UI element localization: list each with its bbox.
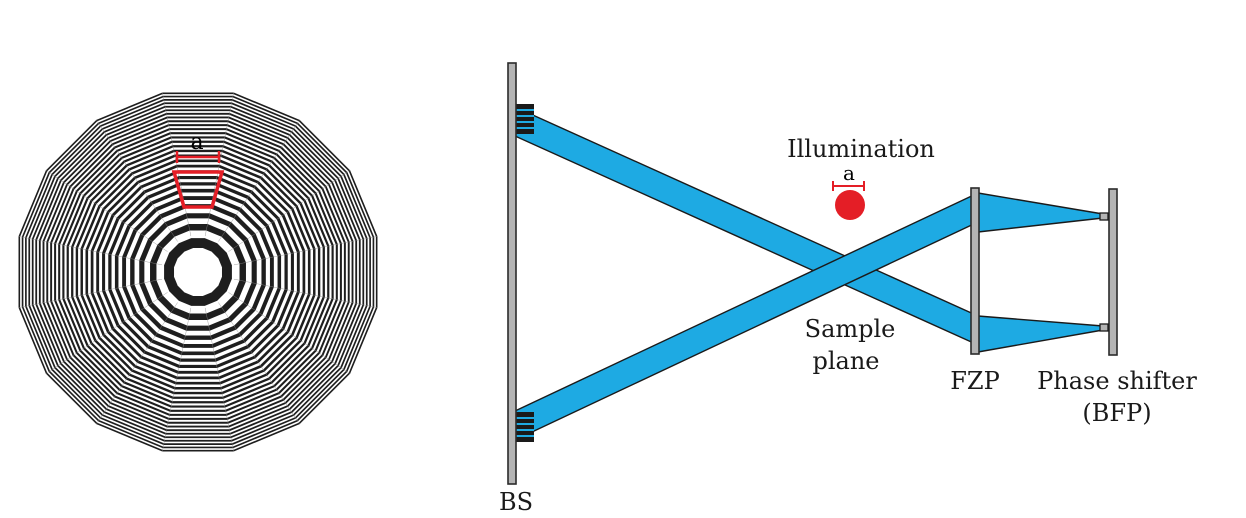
- phase-dot-upper: [1099, 212, 1109, 221]
- zone-facet-seam: [162, 92, 192, 237]
- zone-facet-seam: [204, 92, 234, 237]
- fzp-lens: [970, 187, 980, 355]
- zone-facet-seam: [218, 302, 300, 425]
- phase-dot-lower: [1099, 323, 1109, 332]
- feature-size-marker: a: [171, 130, 225, 209]
- zone-facet-seam: [228, 170, 351, 252]
- zone-highlight-trapezoid: [171, 170, 225, 209]
- beam-splitter: [507, 62, 517, 485]
- sample-plane-label-line2: plane: [812, 347, 879, 375]
- source-grating-lower: [515, 412, 534, 442]
- zone-facet-seam: [162, 307, 192, 452]
- optical-setup: a BS Illumination Sample plane FZP Phase…: [499, 62, 1197, 516]
- zone-facet-seam: [218, 119, 300, 242]
- fresnel-zone-plate: [18, 92, 378, 452]
- illumination-spot: [835, 190, 865, 220]
- zone-facet-seam: [18, 278, 163, 308]
- phase-shifter-label-line2: (BFP): [1082, 399, 1151, 427]
- zone-facet-seam: [18, 236, 163, 266]
- zone-facet-seam: [96, 302, 178, 425]
- fzp-label: FZP: [950, 367, 999, 395]
- beam-focus-upper: [977, 192, 1104, 233]
- illumination-size-label: a: [843, 161, 855, 185]
- bs-label: BS: [499, 488, 533, 516]
- zone-facet-seam: [45, 170, 168, 252]
- illumination-size-marker: a: [832, 161, 865, 191]
- feature-size-label: a: [190, 130, 203, 155]
- phase-shifter-label-line1: Phase shifter: [1037, 367, 1197, 395]
- zone-facet-seam: [96, 119, 178, 242]
- sample-plane-label-line1: Sample: [805, 315, 896, 343]
- zone-facet-seam: [233, 236, 378, 266]
- illumination-label: Illumination: [787, 135, 935, 163]
- beam-focus-lower: [977, 315, 1104, 353]
- zone-facet-seam: [228, 292, 351, 374]
- zone-ring: [174, 248, 222, 296]
- source-grating-upper: [515, 104, 534, 134]
- zone-facet-seam: [45, 292, 168, 374]
- phase-shifter-plate: [1108, 188, 1118, 356]
- zone-facet-seam: [204, 307, 234, 452]
- zone-facet-seam: [233, 278, 378, 308]
